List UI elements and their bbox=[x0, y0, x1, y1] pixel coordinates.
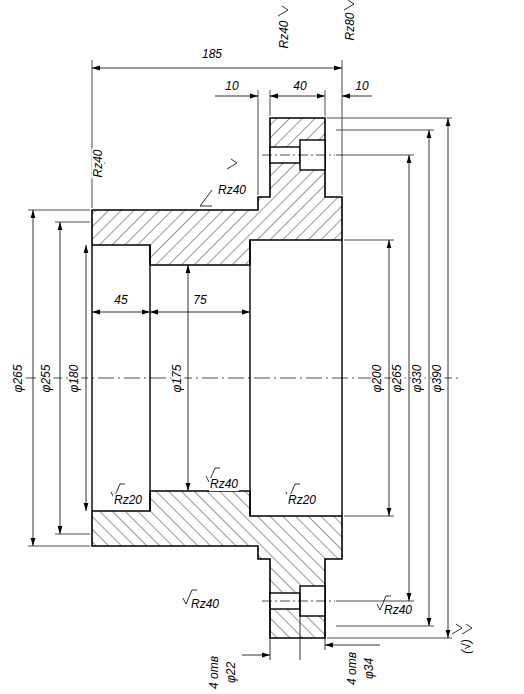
dimension-label: 40 bbox=[292, 80, 307, 93]
roughness-signs bbox=[95, 0, 472, 634]
hole-size-label: φ22 bbox=[226, 660, 239, 683]
dimension-label: 75 bbox=[192, 294, 207, 307]
diameter-label: φ265 bbox=[391, 363, 404, 393]
roughness-label: Rz20 bbox=[287, 494, 317, 507]
diameter-label: φ330 bbox=[411, 363, 424, 393]
roughness-mark bbox=[462, 624, 472, 634]
diameter-label: φ265 bbox=[12, 363, 25, 393]
diameter-label: φ390 bbox=[431, 363, 444, 393]
hole-count-label: 4 отв bbox=[345, 651, 358, 686]
roughness-mark bbox=[452, 624, 462, 634]
roughness-general-label: (√) bbox=[459, 638, 472, 655]
roughness-mark bbox=[278, 6, 288, 16]
extension-lines bbox=[28, 60, 452, 638]
lower-section bbox=[92, 491, 342, 638]
roughness-mark bbox=[344, 0, 354, 10]
hole-size-label: φ34 bbox=[364, 656, 377, 679]
roughness-label: Rz40 bbox=[277, 19, 290, 49]
roughness-label: Rz40 bbox=[383, 604, 413, 617]
dimension-label: 185 bbox=[201, 48, 223, 61]
dimension-label: 10 bbox=[354, 80, 369, 93]
roughness-label: Rz20 bbox=[113, 494, 143, 507]
roughness-mark bbox=[227, 159, 237, 169]
roughness-label: Rz80 bbox=[343, 11, 356, 41]
dimension-label: 45 bbox=[113, 294, 128, 307]
diameter-label: φ175 bbox=[171, 363, 184, 393]
diameter-label: φ180 bbox=[68, 363, 81, 393]
upper-section bbox=[92, 118, 342, 265]
diameter-label: φ200 bbox=[371, 363, 384, 393]
roughness-label: Rz40 bbox=[217, 184, 247, 197]
hole-count-label: 4 отв bbox=[207, 655, 220, 690]
roughness-label: Rz40 bbox=[91, 148, 104, 178]
dimension-lines bbox=[33, 68, 448, 660]
dimension-label: 10 bbox=[224, 80, 239, 93]
diameter-label: φ255 bbox=[40, 363, 53, 393]
roughness-label: Rz40 bbox=[190, 598, 220, 611]
roughness-label: Rz40 bbox=[209, 478, 239, 491]
